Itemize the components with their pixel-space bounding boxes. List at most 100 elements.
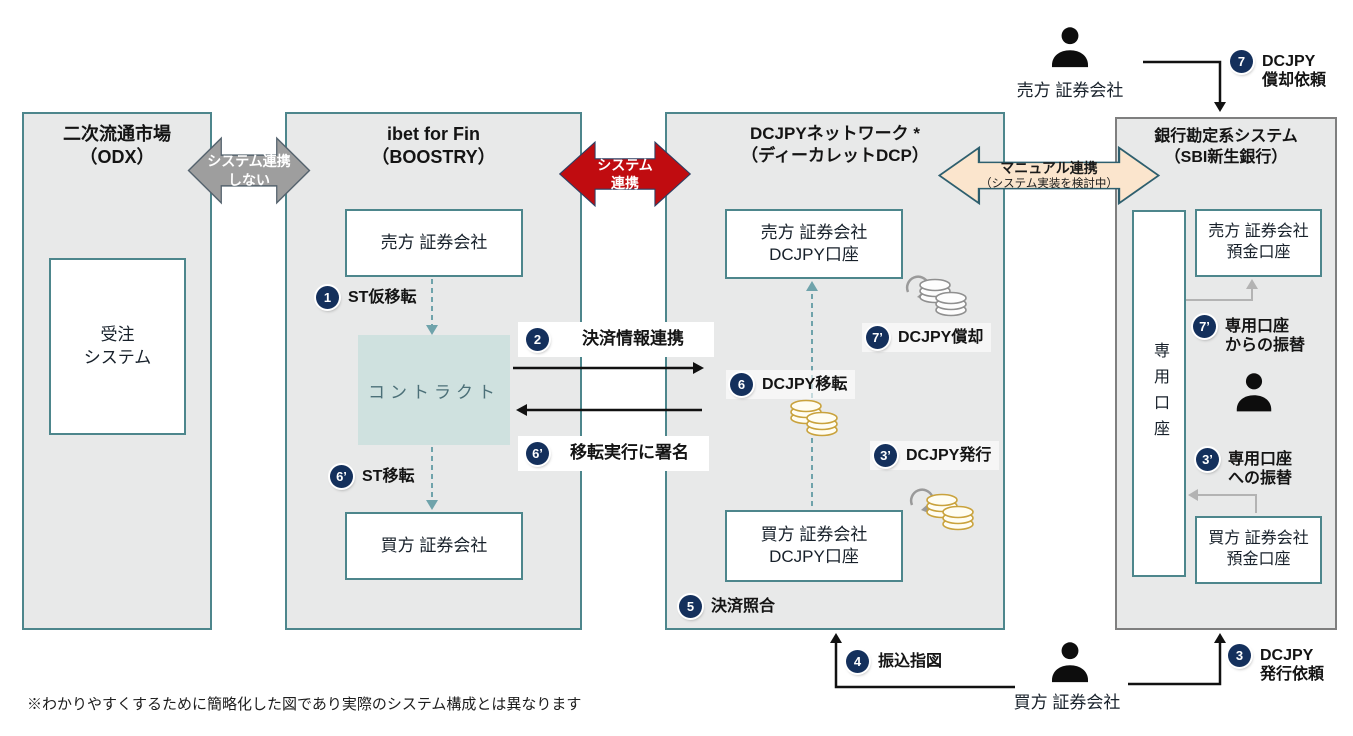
step-7p-dcjpy-redeem: 7’ DCJPY償却 — [862, 323, 992, 352]
seller-person-icon — [1047, 24, 1093, 72]
step-4-transfer-instruction: 4 振込指図 — [846, 650, 942, 673]
step-7p-transfer-badge: 7’ — [1193, 315, 1216, 338]
step-3p-transfer-to-dedicated: 3’ 専用口座 への振替 — [1196, 448, 1292, 488]
dcjpy-seller-account-line2: DCJPY口座 — [769, 245, 859, 264]
step-2-label: 決済情報連携 — [582, 329, 684, 348]
manual-link-line1: マニュアル連携 — [1000, 159, 1098, 176]
bank-seller-deposit-line2: 預金口座 — [1226, 244, 1291, 261]
buyer-person-icon — [1047, 640, 1093, 686]
system-link-line2: 連携 — [611, 175, 639, 191]
dcjpy-buyer-account-line2: DCJPY口座 — [769, 547, 859, 566]
step-6p-st-transfer: 6’ ST移転 — [330, 465, 414, 488]
dcjpy-seller-account-line1: 売方 証券会社 — [760, 222, 868, 242]
step-2-badge: 2 — [526, 328, 549, 351]
step-6p-st-badge: 6’ — [330, 465, 353, 488]
footnote: ※わかりやすくするために簡略化した図であり実際のシステム構成とは異なります — [27, 696, 582, 713]
bank-seller-deposit-box: 売方 証券会社 預金口座 — [1195, 209, 1322, 277]
step-5-badge: 5 — [679, 595, 702, 618]
box-dcjpy: DCJPYネットワーク * （ディーカレットDCP） 売方 証券会社 DCJPY… — [665, 112, 1005, 630]
step-3-label-line1: DCJPY — [1260, 647, 1314, 664]
dedicated-account-box: 専用口座 — [1132, 210, 1186, 577]
step-1-st-provisional-transfer: 1 ST仮移転 — [316, 286, 416, 309]
box-ibet-title: ibet for Fin （BOOSTRY） — [287, 123, 580, 170]
ibet-buyer-label: 買方 証券会社 — [380, 535, 488, 555]
ibet-seller-box: 売方 証券会社 — [345, 209, 523, 277]
step-3p-transfer-line2: への振替 — [1228, 470, 1293, 488]
system-link-arrow: システム 連携 — [557, 136, 693, 212]
seller-person-label: 売方 証券会社 — [1016, 81, 1124, 100]
no-link-line2: しない — [228, 171, 270, 188]
contract-box: コントラクト — [358, 335, 510, 445]
ibet-seller-label: 売方 証券会社 — [380, 232, 488, 252]
box-dcjpy-title: DCJPYネットワーク * （ディーカレットDCP） — [667, 123, 1003, 167]
box-dcjpy-title-line1: DCJPYネットワーク * — [749, 124, 921, 143]
no-system-link-arrow: システム連携 しない — [186, 132, 312, 209]
box-bank-title-line2: （SBI新生銀行） — [1164, 148, 1288, 166]
step-4-badge: 4 — [846, 650, 869, 673]
step-7-label-line2: 償却依頼 — [1262, 72, 1327, 90]
step-6-label: DCJPY移転 — [762, 376, 848, 393]
bank-person-icon — [1232, 370, 1276, 416]
step-3-label-line2: 発行依頼 — [1260, 666, 1325, 684]
step-5-label: 決済照合 — [711, 598, 776, 615]
step-7p-transfer-from-dedicated: 7’ 専用口座 からの振替 — [1193, 315, 1305, 355]
step-6p-sign-transfer: 6’ 移転実行に署名 — [518, 436, 709, 471]
step-2-settlement-info-link: 2 決済情報連携 — [518, 322, 714, 357]
step-1-label: ST仮移転 — [348, 289, 417, 306]
box-ibet-title-line2: （BOOSTRY） — [371, 147, 496, 168]
contract-label: コントラクト — [368, 382, 500, 402]
box-ibet-title-line1: ibet for Fin — [387, 124, 480, 144]
double-arrow-icon — [558, 140, 692, 208]
step-3p-issue-label: DCJPY発行 — [906, 447, 992, 464]
step-5-settlement-matching: 5 決済照合 — [679, 595, 775, 618]
dedicated-account-label: 専用口座 — [1151, 341, 1168, 446]
double-arrow-icon — [187, 136, 311, 205]
step-3-badge: 3 — [1228, 644, 1251, 667]
box-odx-title-line1: 二次流通市場 — [63, 124, 171, 144]
bank-buyer-deposit-box: 買方 証券会社 預金口座 — [1195, 516, 1322, 584]
step-7p-transfer-line1: 専用口座 — [1225, 318, 1290, 335]
step-7-badge: 7 — [1230, 50, 1253, 73]
box-bank: 銀行勘定系システム （SBI新生銀行） 専用口座 売方 証券会社 預金口座 買方… — [1115, 117, 1337, 630]
step-7-dcjpy-redeem-request: 7 DCJPY 償却依頼 — [1230, 50, 1326, 90]
step-7p-redeem-label: DCJPY償却 — [898, 329, 984, 346]
box-odx-title-line2: （ODX） — [79, 147, 155, 168]
step-7-label-line1: DCJPY — [1262, 53, 1316, 70]
step-3p-dcjpy-issue: 3’ DCJPY発行 — [870, 441, 1000, 470]
bank-seller-deposit-line1: 売方 証券会社 — [1208, 223, 1309, 241]
bank-buyer-deposit-line2: 預金口座 — [1226, 551, 1291, 568]
step-7p-transfer-line2: からの振替 — [1225, 337, 1306, 355]
dcjpy-buyer-account-line1: 買方 証券会社 — [760, 524, 868, 544]
box-odx: 二次流通市場 （ODX） 受注 システム — [22, 112, 212, 630]
box-dcjpy-title-line2: （ディーカレットDCP） — [741, 146, 929, 166]
dcjpy-buyer-account-box: 買方 証券会社 DCJPY口座 — [725, 510, 903, 582]
double-arrow-icon — [937, 145, 1161, 206]
order-system-box: 受注 システム — [49, 258, 186, 435]
step-6p-sign-badge: 6’ — [526, 442, 549, 465]
step-6p-st-label: ST移転 — [362, 468, 415, 485]
no-link-line1: システム連携 — [207, 153, 291, 170]
bank-buyer-deposit-line1: 買方 証券会社 — [1208, 530, 1309, 548]
step-3p-transfer-line1: 専用口座 — [1228, 451, 1293, 468]
step-6p-sign-label: 移転実行に署名 — [570, 443, 689, 462]
step-6-dcjpy-transfer: 6 DCJPY移転 — [726, 370, 856, 399]
dcjpy-seller-account-box: 売方 証券会社 DCJPY口座 — [725, 209, 903, 279]
step-4-label: 振込指図 — [878, 653, 943, 670]
step-3p-issue-badge: 3’ — [874, 444, 897, 467]
step-7p-redeem-badge: 7’ — [866, 326, 889, 349]
manual-link-arrow: マニュアル連携 （システム実装を検討中） — [936, 139, 1162, 212]
step-3p-transfer-badge: 3’ — [1196, 448, 1219, 471]
box-bank-title: 銀行勘定系システム （SBI新生銀行） — [1117, 127, 1335, 169]
ibet-buyer-box: 買方 証券会社 — [345, 512, 523, 580]
step-3-dcjpy-issue-request: 3 DCJPY 発行依頼 — [1228, 644, 1324, 684]
order-system-line1: 受注 — [100, 325, 135, 345]
box-bank-title-line1: 銀行勘定系システム — [1154, 128, 1298, 145]
buyer-person-label: 買方 証券会社 — [1013, 693, 1121, 712]
order-system-line2: システム — [83, 347, 152, 367]
step-1-badge: 1 — [316, 286, 339, 309]
box-ibet: ibet for Fin （BOOSTRY） 売方 証券会社 コントラクト 買方… — [285, 112, 582, 630]
box-odx-title: 二次流通市場 （ODX） — [24, 123, 210, 170]
manual-link-line2: （システム実装を検討中） — [980, 178, 1118, 191]
step-6-badge: 6 — [730, 373, 753, 396]
